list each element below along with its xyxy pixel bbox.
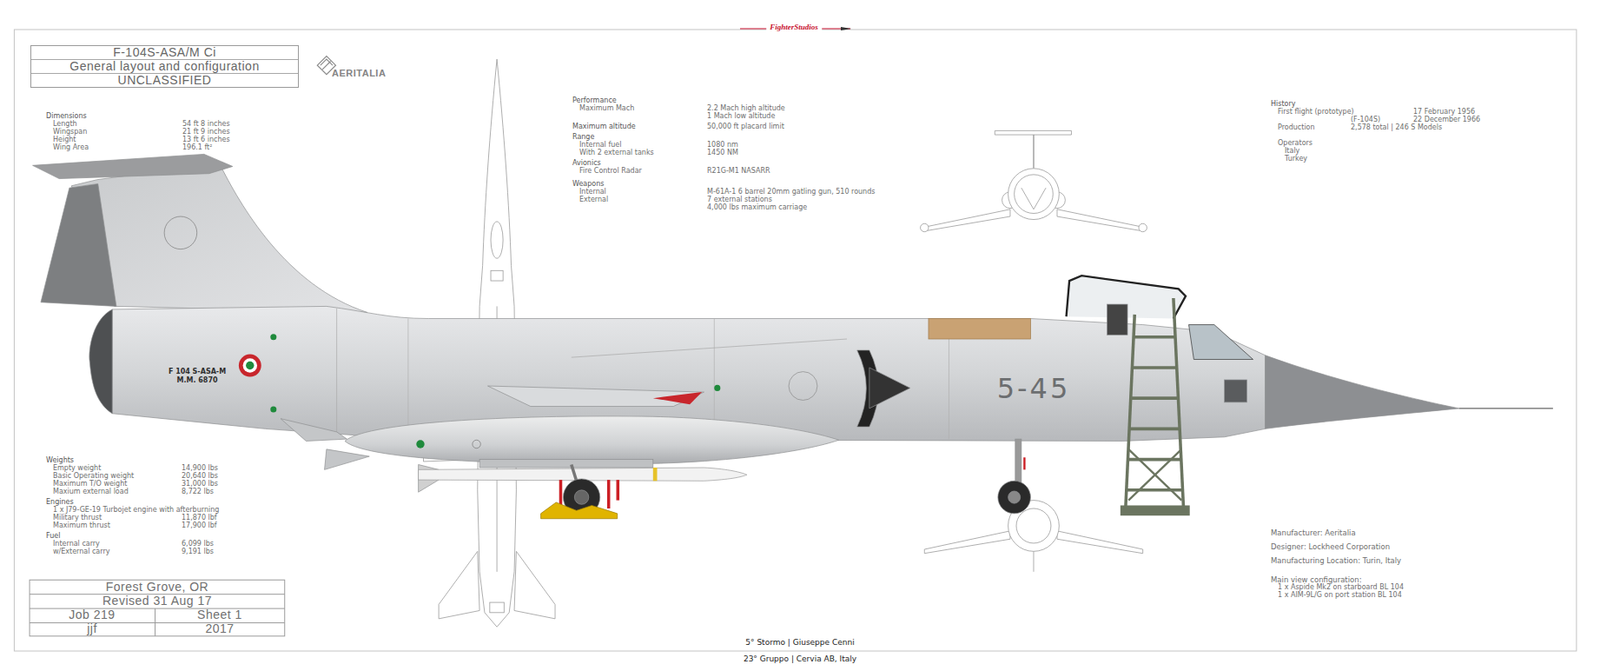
spec-heading: Dimensions — [46, 112, 87, 121]
spec-text: Manufacturer: Aeritalia — [1270, 528, 1356, 537]
spec-text: Internal — [579, 188, 607, 197]
spec-heading: Weapons — [572, 180, 604, 189]
spec-text: 1450 NM — [707, 149, 739, 158]
spec-text: 9,191 lbs — [181, 548, 214, 556]
spec-heading: Range — [572, 133, 595, 142]
spec-text: Designer: Lockheed Corporation — [1270, 542, 1390, 551]
spec-text: 4,000 lbs maximum carriage — [707, 204, 807, 212]
spec-text: (F-104S) — [1350, 116, 1381, 125]
spec-heading: Avionics — [572, 159, 602, 168]
spec-heading: Engines — [46, 498, 74, 507]
spec-text: Height — [52, 136, 76, 145]
aircraft-code: 5-45 — [997, 373, 1072, 404]
spec-text: Military thrust — [52, 514, 102, 523]
spec-heading: History — [1270, 100, 1296, 109]
spec-text: M-61A-1 6 barrel 20mm gatling gun, 510 r… — [707, 188, 875, 197]
spec-text: 196.1 ft² — [182, 144, 212, 153]
spec-text: Maximum T/O weight — [52, 480, 127, 489]
title-block-cell: Forest Grove, OR — [105, 580, 209, 594]
spec-heading: Maximum altitude — [572, 123, 636, 132]
title-box: F-104S-ASA/M CiGeneral layout and config… — [30, 45, 299, 88]
spec-text: Wing Area — [52, 144, 89, 153]
spec-text: 13 ft 6 inches — [182, 136, 231, 145]
spec-text: Empty weight — [52, 464, 101, 473]
sheet-frame — [13, 29, 1577, 651]
spec-heading: Fuel — [46, 532, 60, 541]
spec-text: Maxium external load — [52, 488, 129, 496]
spec-text: 6,099 lbs — [181, 540, 214, 549]
title-block-cell: 2017 — [204, 621, 234, 635]
spec-text: 17 February 1956 — [1413, 108, 1475, 117]
title-text: UNCLASSIFIED — [31, 73, 298, 87]
spec-text: 1080 nm — [707, 141, 739, 150]
spec-text: Length — [52, 120, 78, 129]
title-block-cell: Sheet 1 — [197, 608, 243, 622]
spec-text: Turkey — [1284, 155, 1308, 164]
spec-text: Basic Operating weight — [52, 472, 134, 481]
title-block-cell: Job 219 — [68, 608, 115, 622]
rear-view — [924, 500, 1143, 572]
spec-text: With 2 external tanks — [579, 149, 655, 158]
spec-text: Main view configuration: — [1270, 575, 1362, 584]
side-view-aircraft — [33, 153, 1554, 518]
spec-text: 2,578 total | 246 S Models — [1350, 124, 1442, 133]
spec-text: 1 x Aspide Mk2 on starboard BL 104 — [1277, 583, 1404, 592]
spec-text: 17,900 lbf — [181, 522, 218, 530]
caption-text: 23° Gruppo | Cervia AB, Italy — [740, 654, 860, 664]
spec-text: Maximum Mach — [579, 105, 635, 113]
spec-text: 7 external stations — [707, 196, 773, 205]
spec-text: 31,000 lbs — [181, 480, 219, 489]
spec-heading: Weights — [46, 456, 74, 465]
aircraft-marking: F 104 S-ASA-M — [168, 368, 226, 377]
spec-text: Fire Control Radar — [579, 167, 642, 176]
spec-text: Manufacturing Location: Turin, Italy — [1270, 556, 1402, 565]
spec-text: 2.2 Mach high altitude — [707, 105, 786, 113]
spec-text: Operators — [1277, 139, 1313, 148]
spec-text: Internal fuel — [579, 141, 622, 150]
spec-text: 1 x J79-GE-19 Turbojet engine with after… — [52, 506, 219, 515]
spec-text: 22 December 1966 — [1413, 116, 1481, 125]
spec-text: First flight (prototype) — [1277, 108, 1355, 117]
spec-text: External — [579, 196, 609, 205]
spec-text: Maximum thrust — [52, 522, 111, 530]
title-block-grid — [29, 579, 285, 636]
title-text: F-104S-ASA/M Ci — [31, 46, 298, 60]
logo-text: AERITALIA — [331, 67, 386, 79]
spec-text: 20,640 lbs — [181, 472, 219, 481]
title-block-cell: Revised 31 Aug 17 — [102, 594, 212, 608]
caption-text: 5° Stormo | Giuseppe Cenni — [741, 638, 858, 648]
spec-text: Wingspan — [52, 128, 87, 137]
spec-text: Production — [1277, 124, 1316, 133]
spec-text: 8,722 lbs — [181, 488, 214, 496]
spec-text: 11,870 lbf — [181, 514, 218, 523]
aircraft-marking: M.M. 6870 — [176, 376, 218, 385]
boarding-ladder — [1120, 297, 1191, 516]
spec-text: 1 Mach low altitude — [707, 112, 775, 121]
front-view — [920, 130, 1148, 232]
spec-text: 14,900 lbs — [181, 464, 219, 473]
spec-text: 54 ft 8 inches — [182, 120, 231, 129]
spec-text: 1 x AIM-9L/G on port station BL 104 — [1277, 591, 1402, 600]
title-text: General layout and configuration — [31, 59, 298, 74]
title-block-cell: jjf — [86, 621, 98, 635]
spec-text: 21 ft 9 inches — [182, 128, 231, 137]
brand-mark: FighterStudios — [766, 23, 822, 33]
spec-text: w/External carry — [52, 548, 110, 556]
spec-text: 50,000 ft placard limit — [707, 123, 785, 132]
spec-text: Internal carry — [52, 540, 100, 549]
spec-text: Italy — [1284, 147, 1300, 156]
spec-heading: Performance — [572, 97, 617, 106]
brand-plane — [840, 26, 852, 31]
spec-text: R21G-M1 NASARR — [707, 167, 771, 176]
